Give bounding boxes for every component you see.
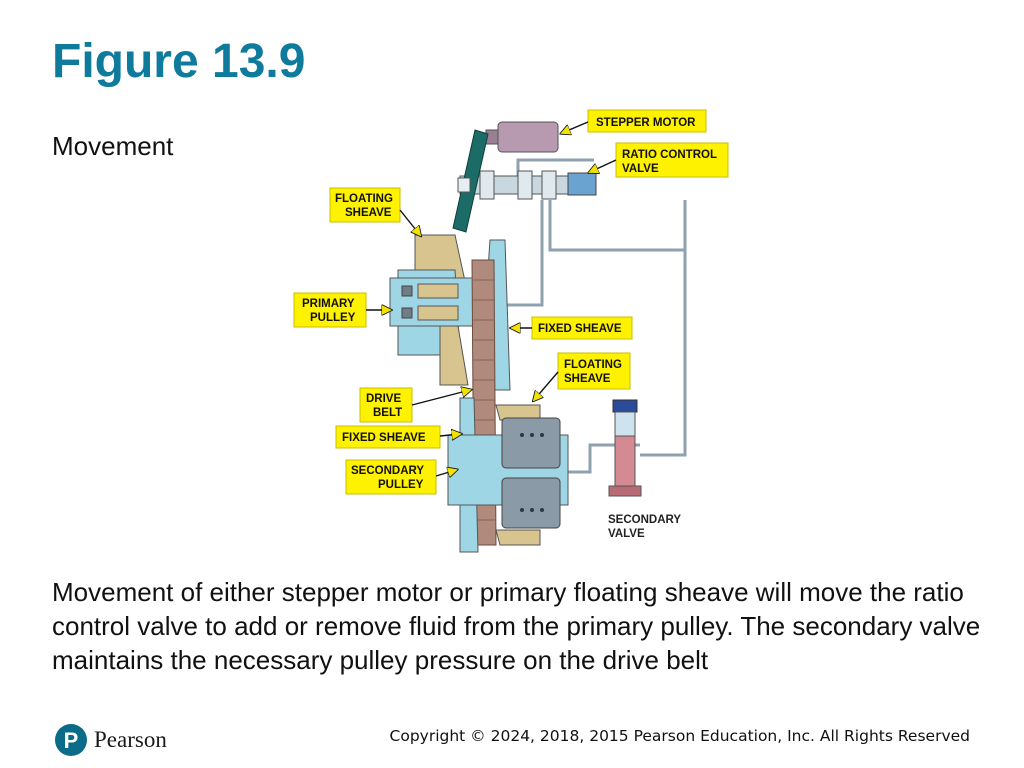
- svg-text:FLOATING: FLOATING: [564, 359, 622, 371]
- svg-text:PULLEY: PULLEY: [378, 479, 424, 491]
- label-secondary-pulley: SECONDARY PULLEY: [345, 459, 437, 495]
- page-title: Figure 13.9: [52, 35, 306, 88]
- label-fixed-sheave-right: FIXED SHEAVE: [531, 316, 633, 340]
- slide-subtitle: Movement: [52, 131, 174, 161]
- svg-text:PULLEY: PULLEY: [310, 312, 356, 324]
- label-drive-belt: DRIVE BELT: [359, 387, 413, 423]
- label-fixed-sheave-left: FIXED SHEAVE: [335, 425, 441, 449]
- secondary-valve: [608, 399, 642, 497]
- svg-text:SECONDARY: SECONDARY: [351, 465, 424, 477]
- label-floating-sheave-top: FLOATING SHEAVE: [329, 187, 401, 223]
- pearson-logo-icon: P: [55, 724, 87, 756]
- label-primary-pulley: PRIMARY PULLEY: [293, 292, 367, 328]
- label-secondary-valve: SECONDARY VALVE: [608, 514, 681, 540]
- svg-text:BELT: BELT: [373, 407, 402, 419]
- stepper-motor: [497, 121, 559, 153]
- slide-caption: Movement of either stepper motor or prim…: [52, 577, 981, 675]
- pearson-brand-name: Pearson: [94, 727, 167, 752]
- svg-text:VALVE: VALVE: [608, 528, 645, 540]
- svg-text:VALVE: VALVE: [622, 163, 659, 175]
- ratio-control-valve: [459, 170, 597, 200]
- label-floating-sheave-right: FLOATING SHEAVE: [557, 352, 631, 390]
- secondary-pulley: [447, 397, 569, 553]
- svg-text:FIXED SHEAVE: FIXED SHEAVE: [538, 323, 622, 335]
- label-stepper-motor: STEPPER MOTOR: [587, 109, 707, 133]
- svg-text:P: P: [64, 728, 79, 753]
- svg-text:DRIVE: DRIVE: [366, 393, 401, 405]
- svg-text:PRIMARY: PRIMARY: [302, 298, 355, 310]
- svg-text:FLOATING: FLOATING: [335, 193, 393, 205]
- svg-text:FIXED SHEAVE: FIXED SHEAVE: [342, 432, 426, 444]
- cvt-diagram: STEPPER MOTOR RATIO CONTROL VALVE FLOATI…: [293, 109, 729, 553]
- label-ratio-control-valve: RATIO CONTROL VALVE: [615, 142, 729, 178]
- svg-text:SHEAVE: SHEAVE: [345, 207, 392, 219]
- svg-text:STEPPER MOTOR: STEPPER MOTOR: [596, 117, 696, 129]
- svg-text:RATIO CONTROL: RATIO CONTROL: [622, 149, 717, 161]
- svg-text:SHEAVE: SHEAVE: [564, 373, 611, 385]
- svg-text:SECONDARY: SECONDARY: [608, 514, 681, 526]
- pearson-logo: P Pearson: [54, 722, 167, 758]
- copyright-notice: Copyright © 2024, 2018, 2015 Pearson Edu…: [389, 727, 970, 745]
